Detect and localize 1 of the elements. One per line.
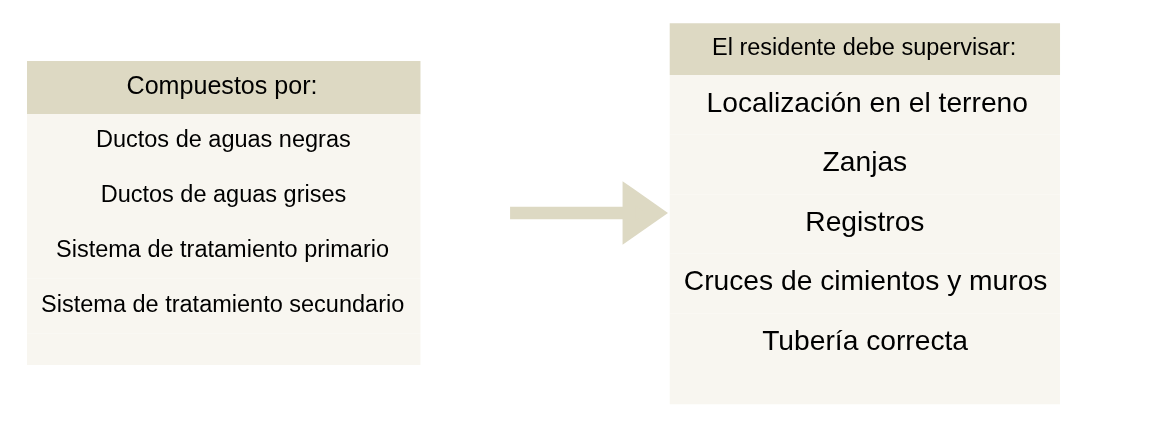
arrow [510,180,668,245]
